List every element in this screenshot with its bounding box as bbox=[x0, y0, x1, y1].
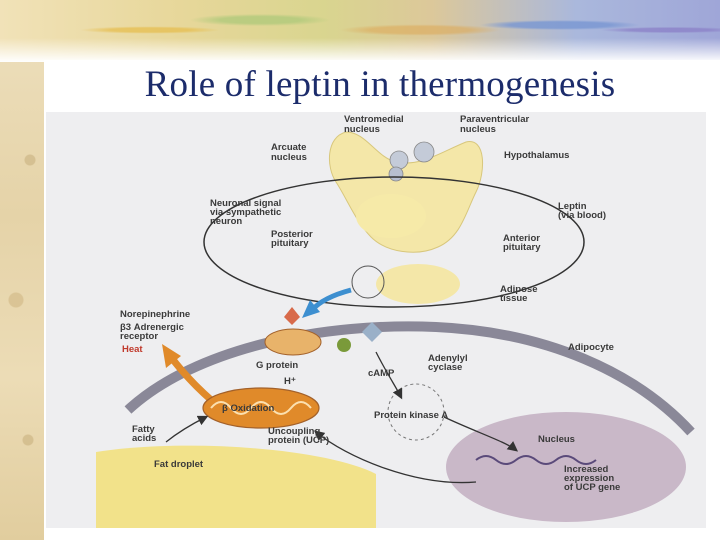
label-fat-droplet: Fat droplet bbox=[154, 459, 204, 470]
leptin-diagram: Ventromedial nucleus Paraventricular nuc… bbox=[96, 114, 695, 528]
receptor-mitochondrion bbox=[264, 328, 322, 356]
mitochondrion-cristae bbox=[210, 401, 312, 415]
label-neuronal-signal: Neuronal signal via sympathetic neuron bbox=[210, 198, 284, 227]
adenylyl-cyclase-shape bbox=[362, 322, 382, 342]
label-camp: cAMP bbox=[368, 368, 395, 379]
dna-strand bbox=[475, 455, 597, 465]
label-adipocyte: Adipocyte bbox=[568, 342, 614, 353]
adipose-tissue-shape bbox=[376, 264, 460, 304]
label-hplus: H⁺ bbox=[284, 376, 296, 387]
norepinephrine-molecule bbox=[284, 307, 300, 325]
fat-droplet bbox=[96, 445, 376, 528]
nucleus-shape bbox=[446, 412, 686, 522]
label-beta-oxidation: β Oxidation bbox=[222, 403, 274, 414]
heat-arrow-head bbox=[162, 344, 181, 368]
label-paraventricular: Paraventricular nucleus bbox=[460, 114, 532, 135]
ventromedial-nucleus-dot bbox=[389, 150, 409, 170]
label-fatty-acids: Fatty acids bbox=[132, 424, 157, 444]
banner-fade bbox=[0, 38, 720, 62]
ucp-feedback-arrow bbox=[314, 430, 477, 484]
fatty-acid-arrow bbox=[165, 415, 209, 443]
label-arcuate: Arcuate nucleus bbox=[271, 142, 309, 163]
arcuate-nucleus-dot bbox=[388, 166, 404, 182]
slide-title: Role of leptin in thermogenesis bbox=[144, 64, 616, 105]
label-norepinephrine: Norepinephrine bbox=[120, 309, 190, 320]
diagram-figure: Ventromedial nucleus Paraventricular nuc… bbox=[46, 112, 706, 528]
label-adipose-tissue: Adipose tissue bbox=[500, 284, 540, 304]
label-increased-expression: Increased expression of UCP gene bbox=[564, 464, 620, 493]
pka-to-nucleus-arrow bbox=[443, 416, 519, 452]
paraventricular-nucleus-dot bbox=[413, 141, 435, 163]
camp-arrow bbox=[375, 351, 403, 400]
label-heat: Heat bbox=[122, 344, 143, 355]
adipose-zoom-circle bbox=[351, 265, 385, 299]
pka-burst bbox=[387, 383, 445, 441]
label-posterior-pituitary: Posterior pituitary bbox=[271, 229, 315, 249]
label-anterior-pituitary: Anterior pituitary bbox=[503, 233, 543, 253]
g-protein-dot bbox=[337, 338, 351, 352]
label-nucleus: Nucleus bbox=[538, 434, 575, 445]
label-ucp: Uncoupling protein (UCP) bbox=[268, 426, 329, 446]
cell-membrane bbox=[124, 321, 695, 436]
label-adenylyl-cyclase: Adenylyl cyclase bbox=[428, 353, 470, 373]
parchment-border bbox=[0, 0, 44, 540]
feedback-loop bbox=[203, 176, 585, 308]
label-ventromedial: Ventromedial nucleus bbox=[344, 114, 406, 135]
zoom-arrow-head bbox=[302, 300, 320, 318]
label-leptin: Leptin (via blood) bbox=[558, 201, 606, 221]
zoom-arrow bbox=[310, 287, 352, 312]
label-hypothalamus: Hypothalamus bbox=[504, 150, 569, 161]
pituitary-shape bbox=[356, 194, 426, 238]
label-beta3-receptor: β3 Adrenergic receptor bbox=[120, 322, 187, 342]
mitochondrion bbox=[202, 387, 320, 429]
label-protein-kinase-a: Protein kinase A bbox=[374, 410, 448, 421]
label-g-protein: G protein bbox=[256, 360, 298, 371]
